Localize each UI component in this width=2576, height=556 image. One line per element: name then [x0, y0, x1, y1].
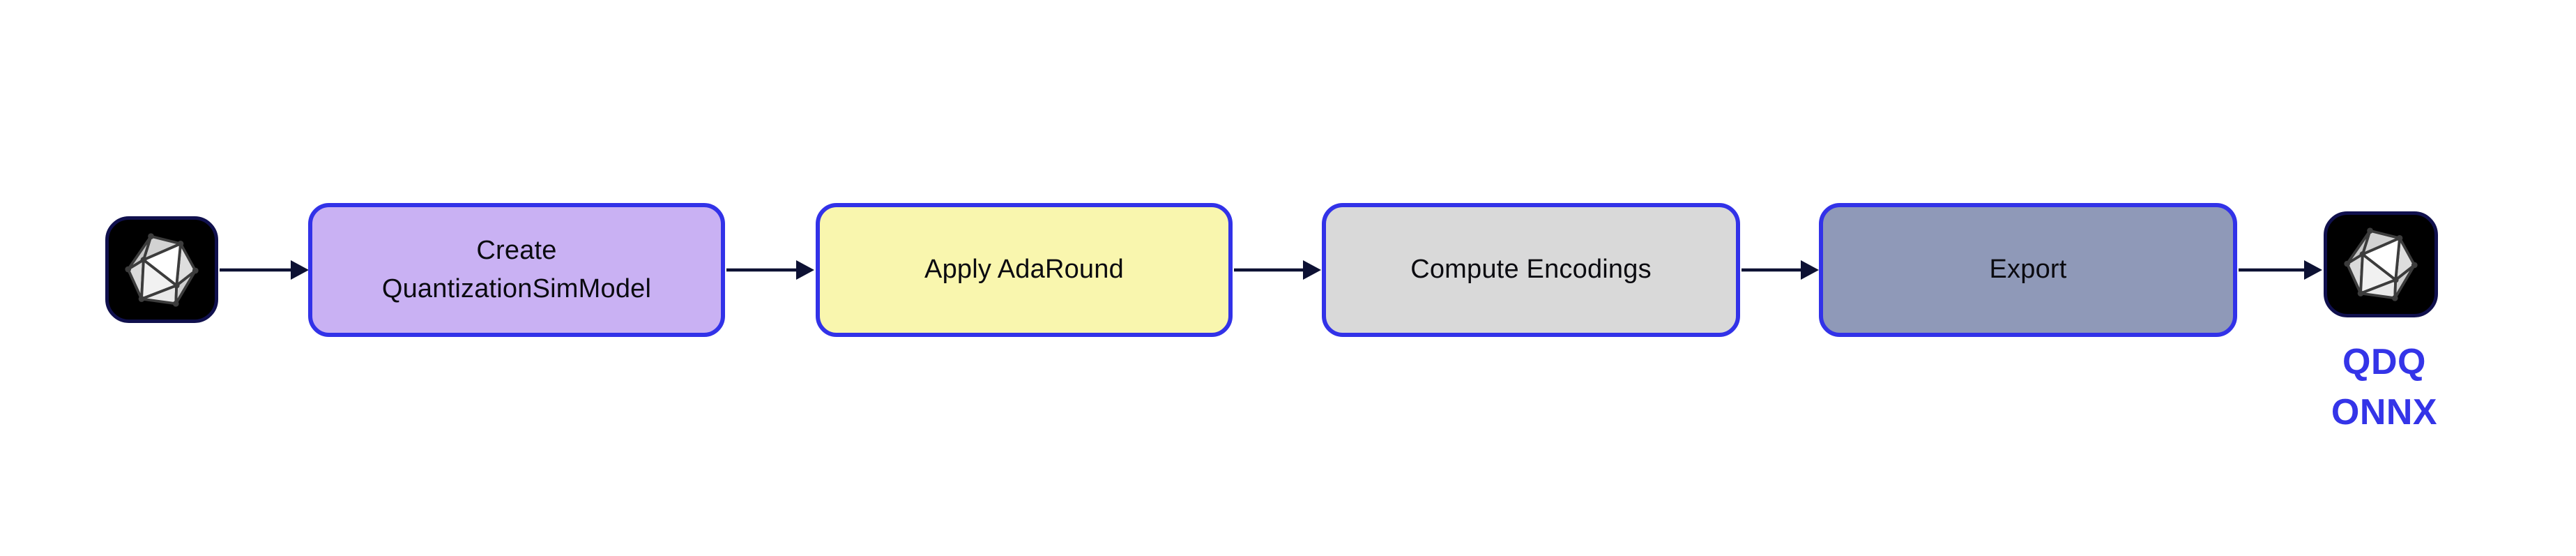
step-label: Create QuantizationSimModel — [381, 235, 652, 303]
step-label: Apply AdaRound — [924, 255, 1124, 285]
step-label: Export — [1989, 255, 2067, 285]
flow-arrow-3 — [1234, 259, 1321, 281]
onnx-polyhedron-icon — [125, 232, 199, 307]
output-onnx-icon — [2324, 211, 2438, 317]
step-label: Compute Encodings — [1410, 255, 1652, 285]
step-compute-encodings: Compute Encodings — [1322, 203, 1740, 337]
flow-arrow-5 — [2239, 259, 2322, 281]
step-apply-adaround: Apply AdaRound — [816, 203, 1233, 337]
step-create-quantizationsimmodel: Create QuantizationSimModel — [308, 203, 725, 337]
output-format-label: QDQ ONNX — [2331, 342, 2438, 433]
flow-arrow-2 — [726, 259, 814, 281]
flow-arrow-4 — [1742, 259, 1819, 281]
onnx-polyhedron-icon — [2344, 227, 2418, 301]
step-export: Export — [1819, 203, 2237, 337]
flow-arrow-1 — [220, 259, 309, 281]
input-onnx-icon — [105, 216, 218, 323]
